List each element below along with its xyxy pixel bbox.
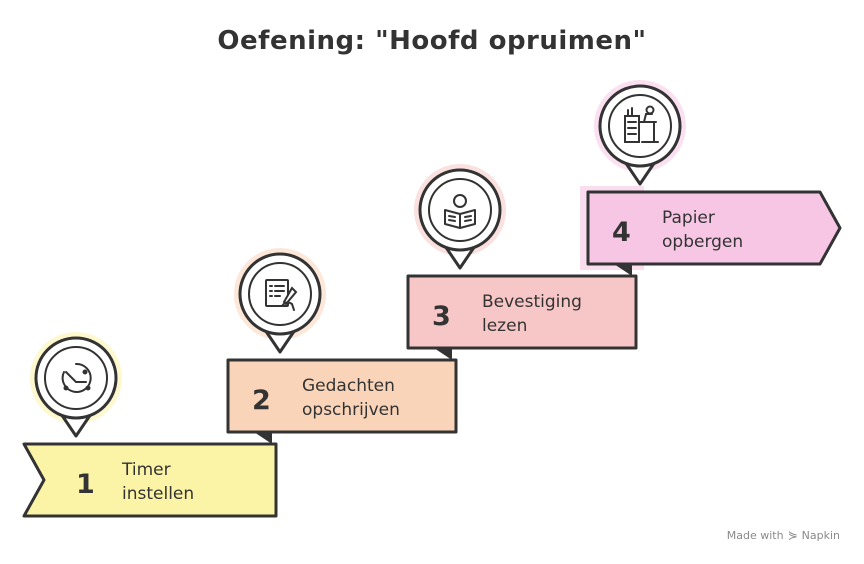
step-3-label-line1: Bevestiging xyxy=(482,292,582,312)
reading-person-icon-pin xyxy=(414,164,506,270)
step-4-number: 4 xyxy=(612,217,631,248)
timer-icon xyxy=(61,362,92,393)
step-4: 4 Papier opbergen xyxy=(580,186,842,276)
step-2-block-shape xyxy=(226,358,458,434)
step-3-fold xyxy=(434,348,452,360)
timer-icon-pin xyxy=(30,332,122,438)
writing-notes-icon xyxy=(265,279,298,311)
step-4-fold xyxy=(614,264,632,276)
desk-storage-icon-pin xyxy=(594,80,686,186)
step-3-number: 3 xyxy=(432,301,451,332)
step-3-label-line2: lezen xyxy=(482,316,527,336)
step-3-block-shape xyxy=(406,274,638,350)
desk-storage-icon xyxy=(624,105,659,143)
napkin-credit: Made with ⋟ Napkin xyxy=(727,528,840,542)
step-2: 2 Gedachten opschrijven xyxy=(226,358,458,444)
writing-notes-icon-pin xyxy=(234,248,326,354)
napkin-brand-text: Napkin xyxy=(801,528,840,542)
step-1-banner-shape xyxy=(22,442,278,518)
step-2-fold xyxy=(254,432,272,444)
reading-person-icon xyxy=(444,194,476,229)
step-4-label-line2: opbergen xyxy=(662,232,743,252)
step-2-number: 2 xyxy=(252,385,271,416)
step-1: 1 Timer instellen xyxy=(22,442,278,518)
step-2-label-line1: Gedachten xyxy=(302,376,395,396)
step-1-number: 1 xyxy=(76,469,95,500)
step-4-label-line1: Papier xyxy=(662,208,715,228)
step-2-label-line2: opschrijven xyxy=(302,400,400,420)
diagram-title: Oefening: "Hoofd opruimen" xyxy=(217,26,647,56)
step-3: 3 Bevestiging lezen xyxy=(406,274,638,360)
made-with-text: Made with xyxy=(726,528,784,542)
step-4-arrow-shape xyxy=(586,190,842,266)
step-1-label-line2: instellen xyxy=(122,484,194,504)
napkin-logo-icon: ⋟ xyxy=(787,528,798,542)
step-1-label-line1: Timer xyxy=(121,460,171,480)
